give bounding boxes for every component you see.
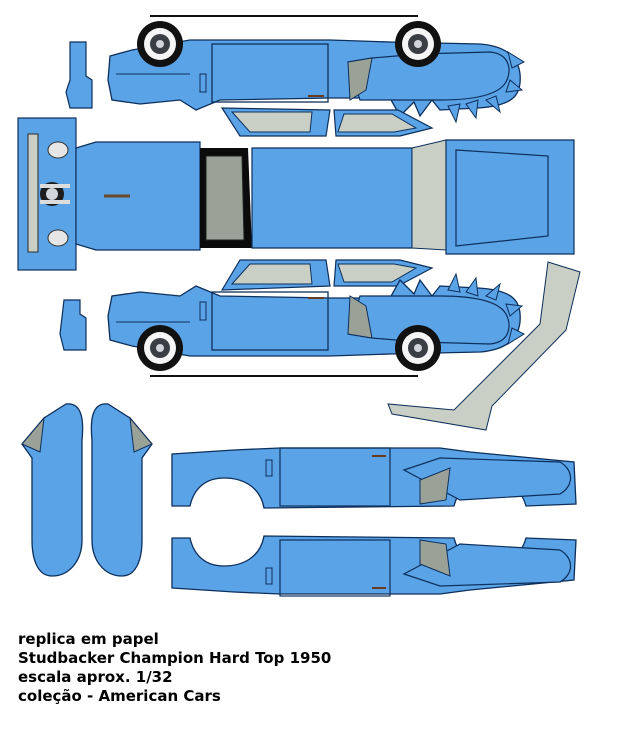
caption-block: replica em papel Studbacker Champion Har…: [18, 630, 331, 706]
front-grille-panel: [17, 117, 77, 271]
side-panel-upper: [107, 15, 526, 137]
left-flap-top: [65, 41, 93, 109]
fender-pieces: [21, 403, 153, 577]
caption-line-1: replica em papel: [18, 630, 159, 648]
left-flap-bottom: [59, 299, 87, 351]
inner-panel-upper: [171, 447, 577, 509]
caption-line-4: coleção - American Cars: [18, 687, 221, 705]
caption-line-3: escala aprox. 1/32: [18, 668, 173, 686]
side-panel-lower: [107, 259, 526, 377]
caption-line-2: Studbacker Champion Hard Top 1950: [18, 649, 332, 667]
top-center-strip: [75, 139, 575, 255]
inner-panel-lower: [171, 535, 577, 597]
grey-strip: [387, 261, 581, 431]
